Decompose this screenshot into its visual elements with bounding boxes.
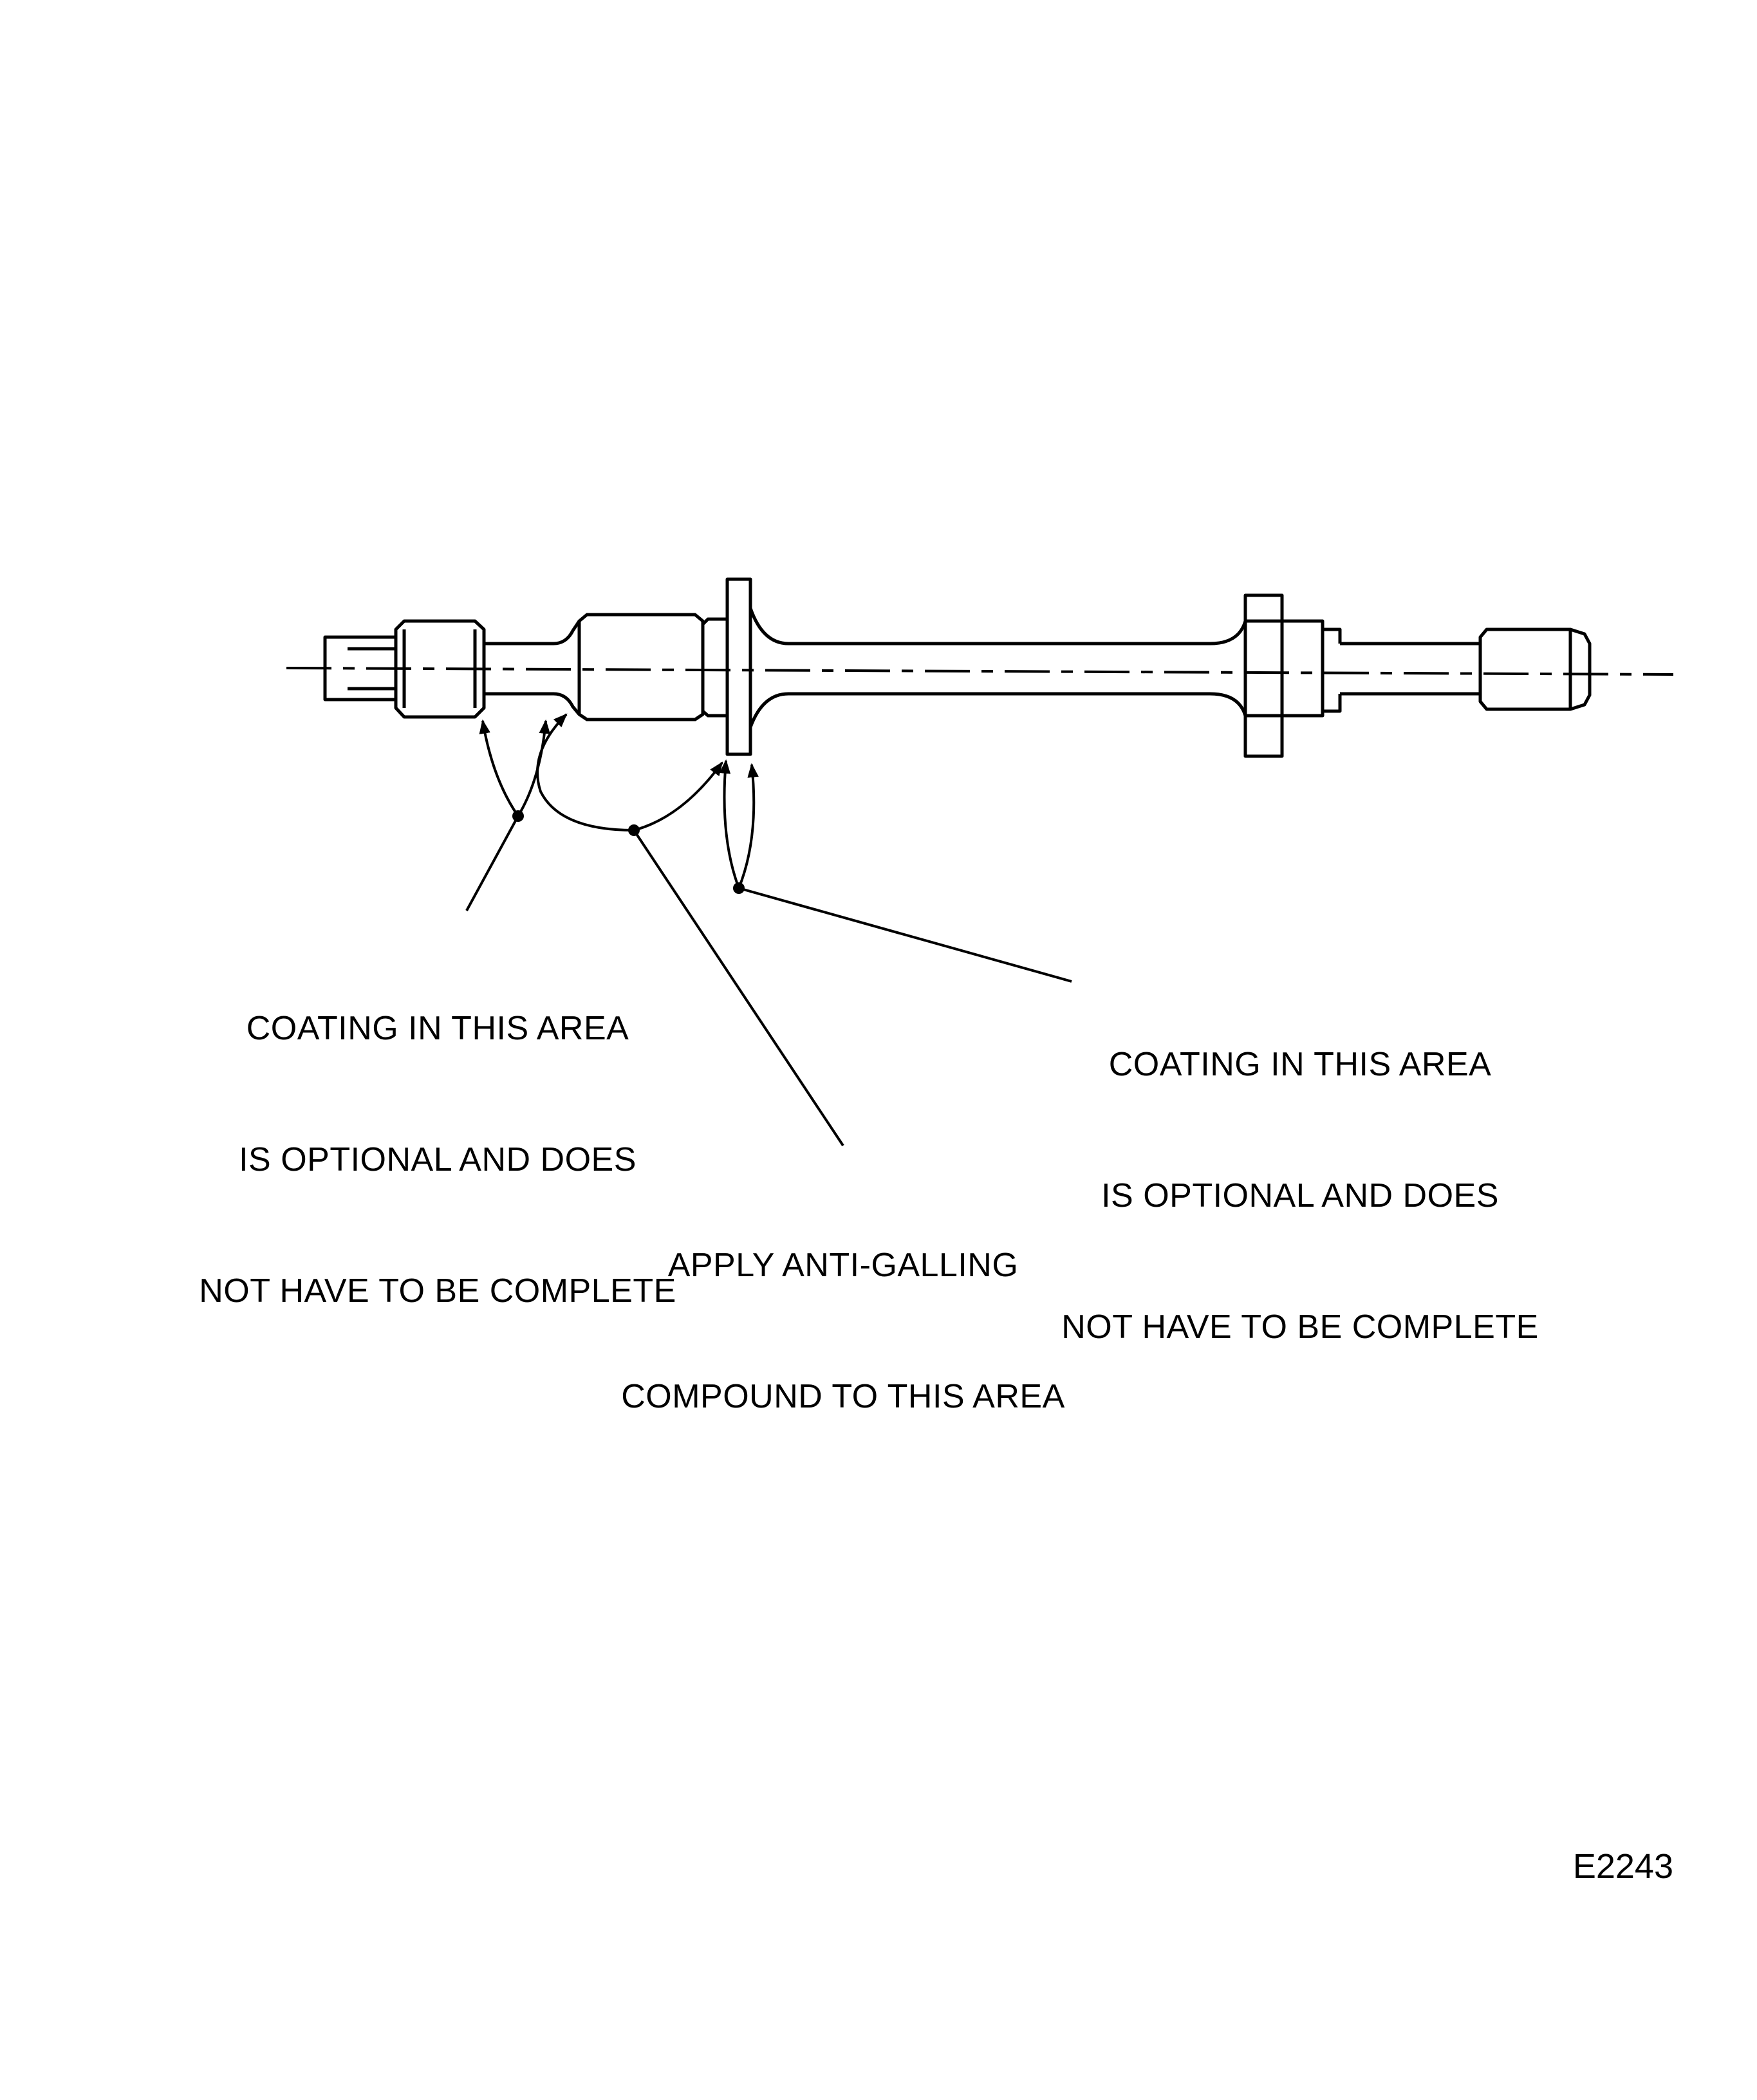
callout-line: APPLY ANTI-GALLING bbox=[667, 1247, 1019, 1284]
figure-id: E2243 bbox=[1572, 1847, 1673, 1886]
callout-coating-left: COATING IN THIS AREA IS OPTIONAL AND DOE… bbox=[174, 919, 702, 1357]
callout-line: COATING IN THIS AREA bbox=[246, 1010, 629, 1047]
callout-line: COMPOUND TO THIS AREA bbox=[621, 1378, 1065, 1415]
shaft-drawing-icon bbox=[323, 577, 1592, 758]
callout-coating-right: COATING IN THIS AREA IS OPTIONAL AND DOE… bbox=[1030, 955, 1570, 1393]
centerline bbox=[286, 667, 1674, 676]
arrowhead-icon bbox=[479, 719, 519, 817]
callout-line: NOT HAVE TO BE COMPLETE bbox=[199, 1272, 676, 1310]
callout-line: COATING IN THIS AREA bbox=[1108, 1046, 1492, 1083]
leader-dots bbox=[512, 810, 745, 894]
callout-line: IS OPTIONAL AND DOES bbox=[239, 1141, 637, 1178]
callout-line: IS OPTIONAL AND DOES bbox=[1101, 1177, 1499, 1214]
callout-anti-galling: APPLY ANTI-GALLING COMPOUND TO THIS AREA bbox=[579, 1156, 1107, 1462]
callout-line: NOT HAVE TO BE COMPLETE bbox=[1061, 1308, 1539, 1346]
leader-lines bbox=[465, 713, 1072, 1147]
